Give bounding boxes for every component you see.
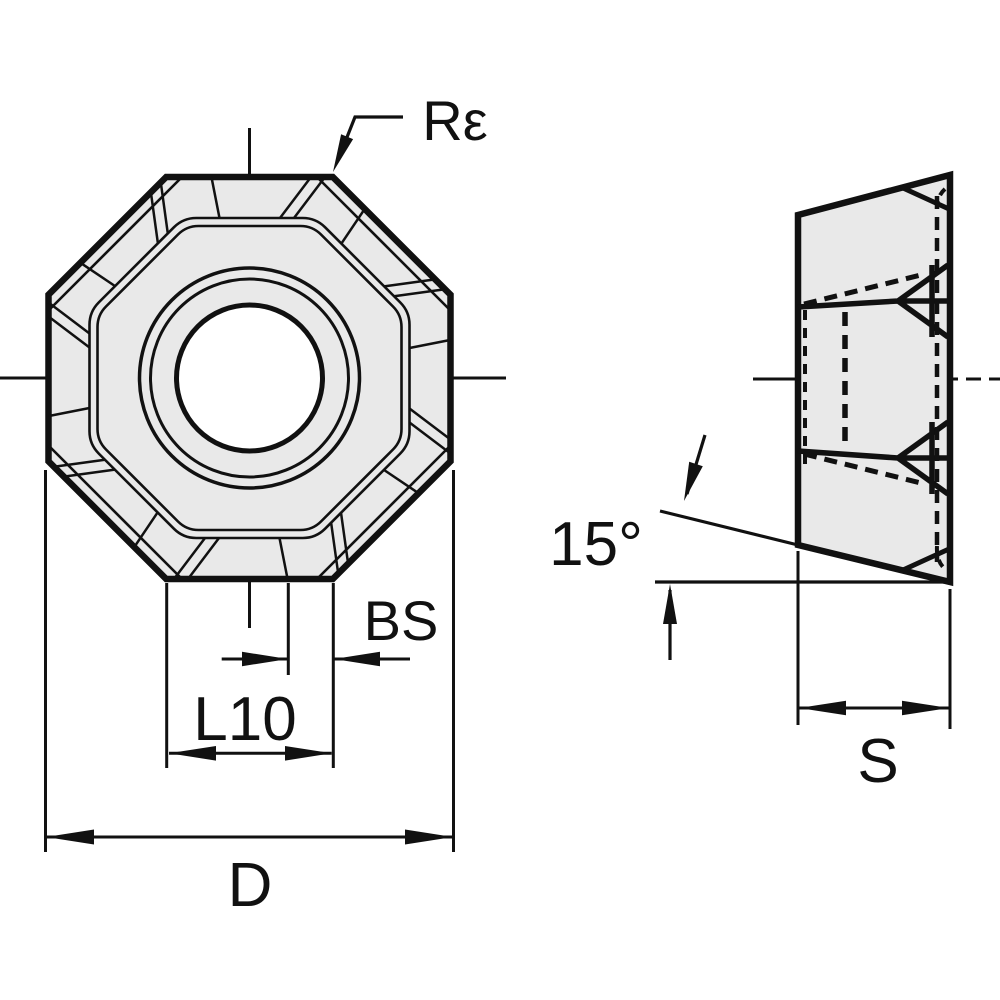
d-arrowhead-right-icon	[405, 829, 453, 845]
corner-radius-leader	[344, 115, 403, 142]
label-thickness: S	[857, 727, 898, 796]
s-arrowhead-right-icon	[902, 700, 949, 716]
s-arrowhead-left-icon	[799, 700, 846, 716]
corner-facet-lines-narrow	[47, 176, 452, 580]
label-angle: 15°	[549, 510, 643, 579]
angle-arrowhead-lower-icon	[663, 584, 677, 624]
label-diameter: D	[228, 851, 273, 920]
angle-slant-line	[659, 509, 801, 548]
center-hole	[174, 302, 325, 454]
side-edge-lower	[797, 419, 950, 497]
front-dimensions	[44, 115, 455, 852]
side-dimensions	[655, 434, 952, 729]
front-view	[0, 128, 506, 628]
side-outline	[794, 170, 954, 587]
angle-arrowhead-upper-icon	[684, 461, 703, 501]
l10-arrowhead-right-icon	[285, 746, 332, 761]
edge-parallel-lines	[47, 177, 452, 579]
counterbore-circle	[149, 277, 350, 479]
label-corner-radius: Rε	[422, 89, 487, 152]
seat-circle	[137, 266, 362, 490]
bs-arrowhead-left-icon	[242, 651, 288, 667]
l10-extension-lines	[165, 583, 335, 768]
land-ring-outer	[88, 216, 411, 540]
side-edge-upper	[797, 262, 950, 340]
l10-arrowhead-left-icon	[169, 746, 216, 761]
d-extension-lines	[44, 470, 455, 852]
corner-radius-arrowhead-icon	[333, 134, 354, 172]
bs-arrowhead-right-icon	[334, 651, 380, 667]
side-corner-facets	[901, 185, 951, 573]
label-wiper-width: BS	[364, 589, 439, 652]
label-edge-length: L10	[193, 685, 296, 754]
corner-facet-lines-vertex	[47, 176, 452, 580]
d-arrowhead-left-icon	[46, 829, 94, 845]
labels: Rε BS L10 D 15° S	[193, 89, 898, 920]
corner-facet-lines-wide	[48, 176, 451, 580]
s-extension-lines	[796, 551, 952, 729]
hidden-corner-arcs	[934, 187, 947, 571]
land-ring-inner	[96, 224, 403, 532]
side-view	[753, 170, 1000, 587]
